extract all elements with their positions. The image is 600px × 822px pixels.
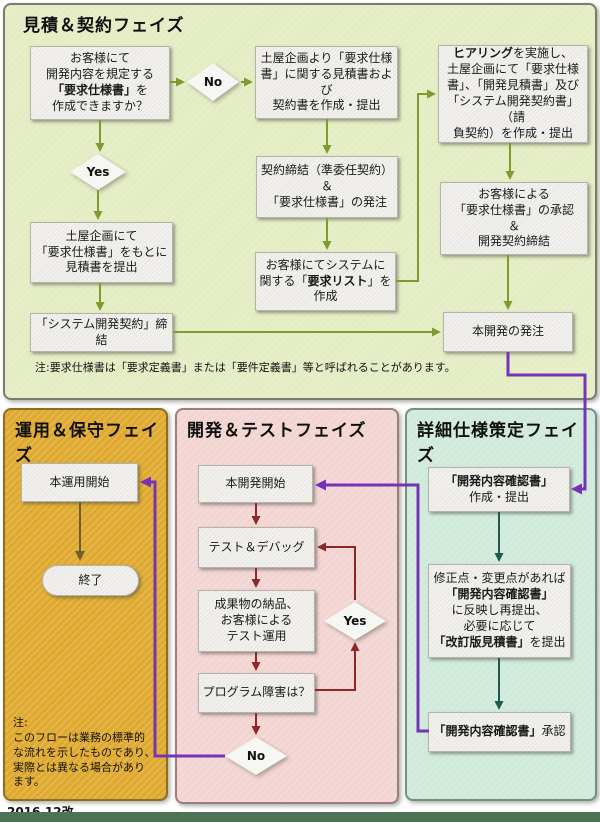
node-spec-confirm-approve: 「開発内容確認書」承認 bbox=[428, 712, 571, 752]
node-customer-spec-question: お客様にて開発内容を規定する「要求仕様書」を作成できますか？ bbox=[30, 46, 170, 120]
node-test-debug: テスト＆デバッグ bbox=[198, 527, 315, 568]
decision-no-spec: No bbox=[187, 63, 239, 101]
section-title-spec: 詳細仕様策定フェイズ bbox=[417, 421, 579, 466]
decision-yes-fault: Yes bbox=[324, 602, 386, 640]
node-operation-start: 本運用開始 bbox=[21, 463, 138, 502]
note-estimate-phase: 注:要求仕様書は「要求定義書」または「要件定義書」等と呼ばれることがあります。 bbox=[35, 361, 456, 374]
node-customer-request-list: お客様にてシステムに関する「要求リスト」を作成 bbox=[255, 252, 396, 311]
node-dev-start: 本開発開始 bbox=[198, 465, 313, 503]
node-spec-confirm-revise: 修正点・変更点があれば「開発内容確認書」に反映し再提出、必要に応じて「改訂版見積… bbox=[428, 564, 571, 658]
decision-no-spec-label: No bbox=[187, 63, 239, 101]
page-bottom-band bbox=[0, 812, 600, 822]
decision-no-fault: No bbox=[225, 737, 287, 775]
node-contract-quasi-mandate: 契約締結（準委任契約）＆「要求仕様書」の発注 bbox=[256, 156, 398, 218]
section-title-devtest: 開発＆テストフェイズ bbox=[187, 421, 367, 441]
node-main-dev-order: 本開発の発注 bbox=[443, 312, 573, 352]
node-hearing-create-docs: ヒアリングを実施し、土屋企画にて「要求仕様書」、「開発見積書」及び「システム開発… bbox=[438, 45, 588, 143]
decision-yes-spec: Yes bbox=[70, 154, 126, 190]
node-system-dev-contract: 「システム開発契約」締結 bbox=[30, 313, 173, 352]
section-title-operation: 運用＆保守フェイズ bbox=[15, 421, 159, 466]
node-program-fault-question: プログラム障害は？ bbox=[198, 673, 315, 713]
node-operation-end: 終了 bbox=[42, 565, 139, 596]
section-title-estimate: 見積＆契約フェイズ bbox=[23, 16, 185, 36]
node-tsuchiya-estimate-contract: 土屋企画より「要求仕様書」に関する見積書および契約書を作成・提出 bbox=[255, 46, 398, 119]
note-operation-phase: 注:このフローは業務の標準的な流れを示したものであり、実際とは異なる場合がありま… bbox=[13, 716, 156, 789]
decision-yes-fault-label: Yes bbox=[324, 602, 386, 640]
node-tsuchiya-quote: 土屋企画にて「要求仕様書」をもとに見積書を提出 bbox=[30, 222, 173, 283]
node-spec-confirm-create: 「開発内容確認書」作成・提出 bbox=[428, 467, 570, 512]
node-customer-approval: お客様による「要求仕様書」の承認＆開発契約締結 bbox=[440, 182, 588, 255]
decision-yes-spec-label: Yes bbox=[70, 154, 126, 190]
decision-no-fault-label: No bbox=[225, 737, 287, 775]
node-deliverables: 成果物の納品、お客様によるテスト運用 bbox=[198, 590, 315, 652]
